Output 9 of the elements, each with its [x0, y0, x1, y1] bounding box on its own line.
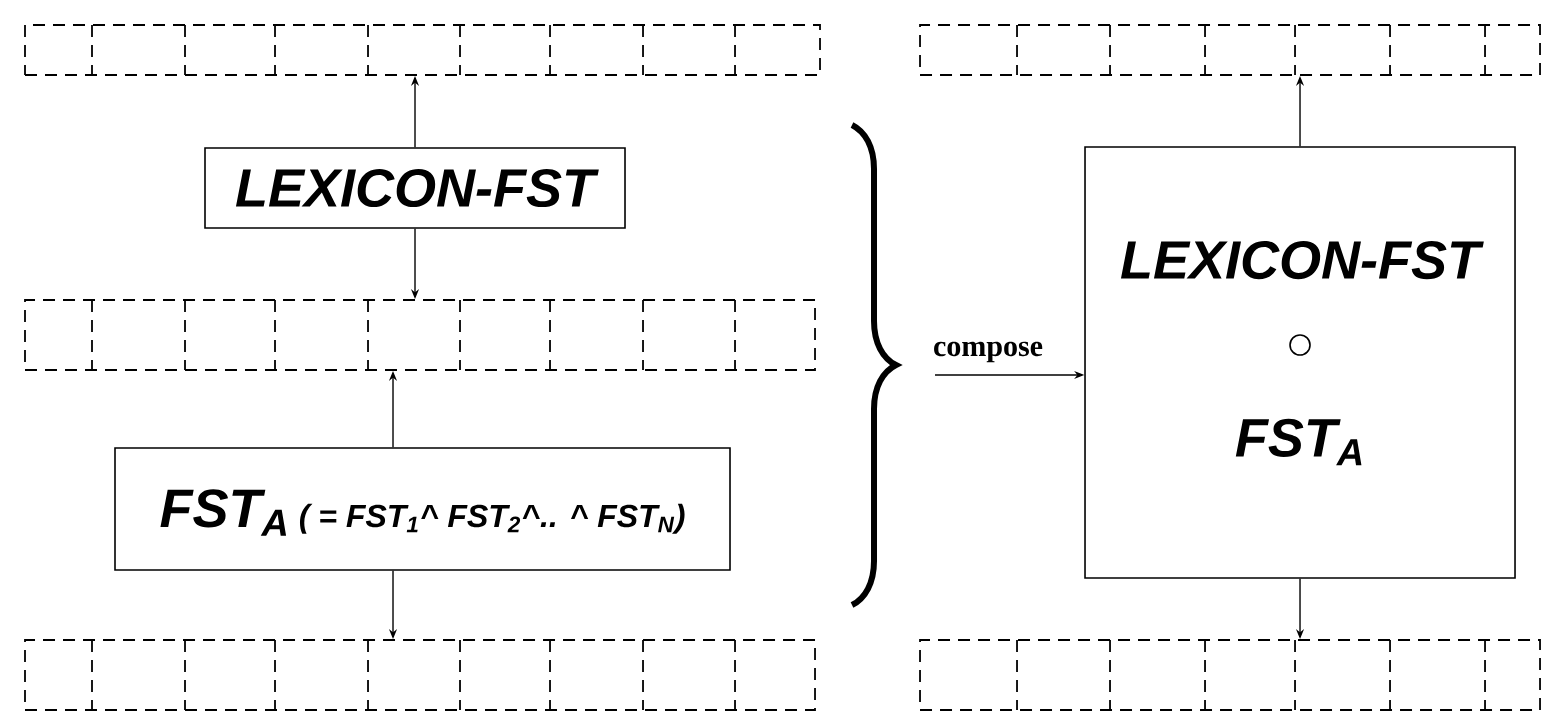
tape-drawing	[919, 24, 1541, 76]
composed-box: LEXICON-FST FST$_{A}$	[1084, 146, 1516, 579]
tape-drawing	[24, 639, 816, 711]
process-box: FST$_{A}$ ( = FST$_{1}$^ FST$_{2}$^.. ^ FST$_{N}$)	[114, 447, 731, 571]
edge-label: compose	[934, 341, 1043, 363]
tape-drawing	[919, 639, 1541, 711]
tape-drawing	[24, 299, 816, 371]
tape-drawing	[24, 24, 821, 76]
process-box: LEXICON-FST	[204, 147, 626, 229]
